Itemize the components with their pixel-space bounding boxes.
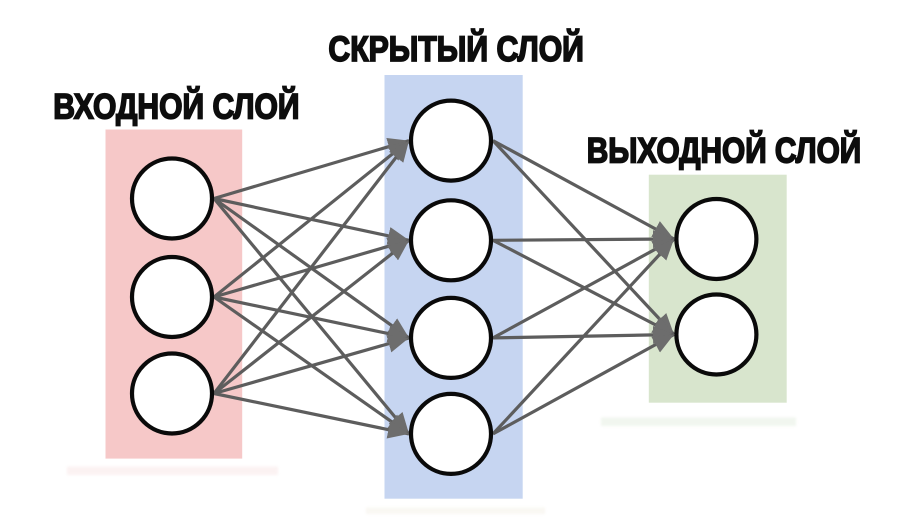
svg-text:ВЫХОДНОЙ СЛОЙ: ВЫХОДНОЙ СЛОЙ (587, 131, 862, 171)
svg-text:СКРЫТЫЙ СЛОЙ: СКРЫТЫЙ СЛОЙ (328, 29, 584, 69)
svg-text:ВХОДНОЙ СЛОЙ: ВХОДНОЙ СЛОЙ (53, 86, 299, 126)
